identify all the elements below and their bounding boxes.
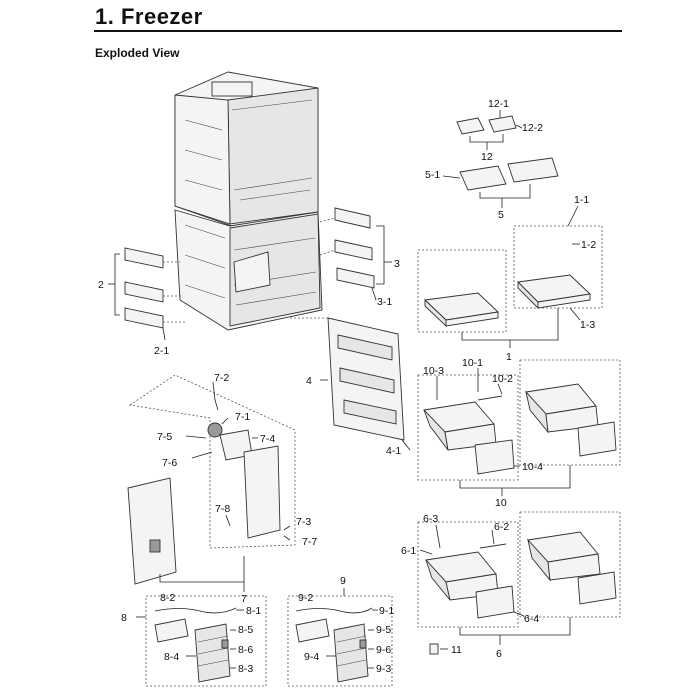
part-2-left-rails <box>108 247 185 341</box>
part-12-cover-set <box>456 110 523 150</box>
part-6-drawer-assy <box>417 511 621 645</box>
callout-7: 7 <box>241 593 247 605</box>
callout-6-2: 6-2 <box>494 521 509 533</box>
callout-1-3: 1-3 <box>580 319 595 331</box>
callout-7-6: 7-6 <box>162 457 177 469</box>
callout-2: 2 <box>98 279 104 291</box>
callout-1-1: 1-1 <box>574 194 589 206</box>
freezer-cabinet <box>174 71 323 331</box>
callout-9-5: 9-5 <box>376 624 391 636</box>
callout-8-6: 8-6 <box>238 644 253 656</box>
callout-7-2: 7-2 <box>214 372 229 384</box>
callout-10-1: 10-1 <box>462 357 483 369</box>
part-4-door <box>290 317 411 451</box>
page-title: 1. Freezer <box>95 4 203 29</box>
callout-8-5: 8-5 <box>238 624 253 636</box>
callout-8-1: 8-1 <box>246 605 261 617</box>
callout-7-7: 7-7 <box>302 536 317 548</box>
callout-9: 9 <box>340 575 346 587</box>
callout-10-2: 10-2 <box>492 373 513 385</box>
callout-9-4: 9-4 <box>304 651 319 663</box>
part-5-cover-set <box>442 157 559 208</box>
callout-9-6: 9-6 <box>376 644 391 656</box>
part-1-tray-assy <box>417 205 603 348</box>
callout-6-4: 6-4 <box>524 613 539 625</box>
callout-7-1: 7-1 <box>235 411 250 423</box>
part-9-evaporator-assy <box>287 588 393 687</box>
callout-12-1: 12-1 <box>488 98 509 110</box>
callout-10: 10 <box>495 497 507 509</box>
callout-3-1: 3-1 <box>377 296 392 308</box>
callout-3: 3 <box>394 258 400 270</box>
callout-7-3: 7-3 <box>296 516 311 528</box>
callout-9-3: 9-3 <box>376 663 391 675</box>
callout-1: 1 <box>506 351 512 363</box>
callout-4-1: 4-1 <box>386 445 401 457</box>
part-7-cover-assy <box>127 374 296 592</box>
part-10-drawer-assy <box>417 359 621 496</box>
part-3-right-rails <box>319 207 392 301</box>
callout-10-4: 10-4 <box>522 461 543 473</box>
callout-5: 5 <box>498 209 504 221</box>
callout-12: 12 <box>481 151 493 163</box>
callout-7-4: 7-4 <box>260 433 275 445</box>
title-rule <box>94 30 622 32</box>
callout-12-2: 12-2 <box>522 122 543 134</box>
callout-2-1: 2-1 <box>154 345 169 357</box>
callout-8: 8 <box>121 612 127 624</box>
callout-8-4: 8-4 <box>164 651 179 663</box>
callout-9-1: 9-1 <box>379 605 394 617</box>
section-subtitle: Exploded View <box>95 46 180 60</box>
callout-11: 11 <box>451 644 462 656</box>
callout-10-3: 10-3 <box>423 365 444 377</box>
callout-6-1: 6-1 <box>401 545 416 557</box>
callout-7-5: 7-5 <box>157 431 172 443</box>
callout-8-3: 8-3 <box>238 663 253 675</box>
callout-6: 6 <box>496 648 502 660</box>
callout-6-3: 6-3 <box>423 513 438 525</box>
callout-4: 4 <box>306 375 312 387</box>
callout-9-2: 9-2 <box>298 592 313 604</box>
callout-8-2: 8-2 <box>160 592 175 604</box>
part-8-evaporator-assy <box>136 595 267 687</box>
callout-1-2: 1-2 <box>581 239 596 251</box>
part-11-clip <box>429 643 448 655</box>
callout-5-1: 5-1 <box>425 169 440 181</box>
callout-7-8: 7-8 <box>215 503 230 515</box>
